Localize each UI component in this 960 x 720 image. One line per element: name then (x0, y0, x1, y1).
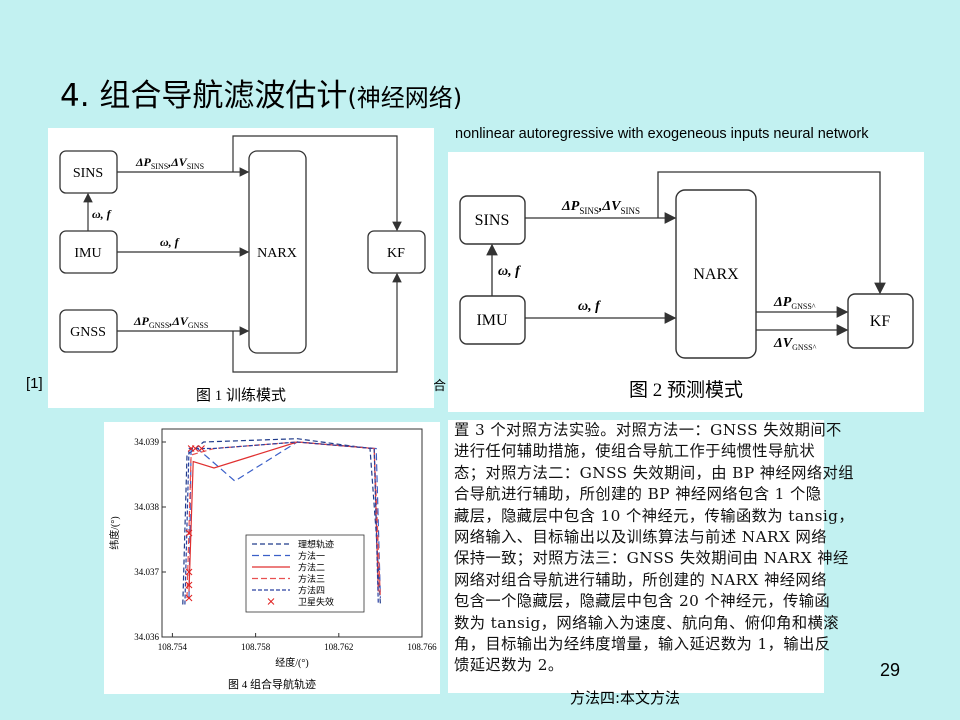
imu-narx-label: ω, f (160, 235, 180, 249)
paragraph-line: 馈延迟数为 2。 (454, 656, 564, 675)
series-line-1 (182, 438, 381, 605)
legend-label: 方法三 (298, 573, 325, 584)
paragraph-line: 进行任何辅助措施，使组合导航工作于纯惯性导航状 (454, 442, 816, 461)
legend-label: 方法四 (298, 585, 325, 596)
method-four-note: 方法四:本文方法 (570, 689, 681, 707)
sins-output-label: ΔPSINS,ΔVSINS (135, 155, 204, 171)
gnss-to-kf-arrow (232, 272, 402, 373)
figure-4-trajectory: 108.754 108.758 108.762 108.766 34.036 34.037… (104, 422, 440, 694)
satellite-failure-marker (185, 581, 193, 589)
legend-label: 理想轨迹 (298, 539, 334, 550)
paragraph-line: 包含一个隐藏层，隐藏层中包含 20 个神经元，传输函 (454, 592, 831, 611)
imu-label: IMU (476, 312, 508, 329)
gnss-label: GNSS (70, 325, 106, 340)
figure-1-caption: 图 1 训练模式 (196, 387, 286, 404)
paragraph-line: 置 3 个对照方法实验。对照方法一：GNSS 失效期间不 (454, 421, 842, 439)
legend-label: 卫星失效 (298, 596, 334, 607)
paragraph-line: 网络对组合导航进行辅助，所创建的 NARX 神经网络 (454, 570, 827, 589)
y-axis-label: 纬度/(°) (108, 516, 121, 549)
y-tick-label: 34.039 (134, 437, 159, 447)
legend-box (245, 534, 365, 613)
satellite-failure-marker (185, 594, 193, 602)
imu-sins-label: ω, f (92, 207, 112, 221)
x-tick-label: 108.766 (407, 642, 437, 652)
imu-narx-label: ω, f (578, 299, 601, 314)
method-description: 置 3 个对照方法实验。对照方法一：GNSS 失效期间不进行任何辅助措施，使组合… (448, 420, 855, 693)
figure-2-diagram: SINS IMU NARX KF ΔPSINS,ΔVSINS ω, f ω, f… (459, 171, 914, 401)
legend-label: 方法二 (298, 562, 325, 573)
paragraph-line: 保持一致；对照方法三：GNSS 失效期间由 NARX 神经 (454, 549, 849, 568)
paragraph-line: 态；对照方法二：GNSS 失效期间，由 BP 神经网络对组 (454, 463, 854, 482)
y-tick-label: 34.038 (134, 502, 159, 512)
figure-1-training-mode: SINS IMU GNSS NARX KF ΔPSINS,ΔVSINS ω, f… (48, 128, 434, 408)
figure-2-caption: 图 2 预测模式 (629, 379, 743, 401)
imu-sins-label: ω, f (498, 264, 521, 279)
sins-to-kf-arrow (657, 171, 886, 295)
satellite-failure-marker (185, 529, 193, 537)
sins-label: SINS (475, 212, 510, 229)
legend-label: 方法一 (298, 550, 325, 561)
figure-4-caption: 图 4 组合导航轨迹 (228, 677, 316, 691)
narx-definition: nonlinear autoregressive with exogeneous… (455, 126, 869, 142)
y-tick-label: 34.036 (134, 632, 159, 642)
imu-label: IMU (74, 246, 101, 261)
narx-box (675, 189, 757, 359)
gnss-output-label: ΔPGNSS,ΔVGNSS (133, 314, 208, 330)
series-line-5 (184, 441, 379, 605)
legend-marker (267, 598, 275, 605)
slide-title: 4. 组合导航滤波估计(神经网络) (60, 70, 462, 115)
narx-p-label: ΔPGNSS^ (773, 295, 816, 311)
satellite-failure-marker (198, 445, 205, 452)
sins-to-kf-arrow (232, 135, 402, 232)
kf-label: KF (387, 246, 405, 261)
title-paren: (神经网络) (347, 84, 463, 112)
trajectory-chart: 108.754 108.758 108.762 108.766 34.036 34.037… (108, 428, 437, 691)
paragraph-line: 藏层，隐藏层中包含 10 个神经元，传输函数为 tansig， (454, 506, 855, 525)
satellite-failure-marker (185, 568, 193, 576)
satellite-failure-marker (191, 445, 199, 452)
narx-label: NARX (693, 266, 739, 283)
paragraph-line: 角，目标输出为经纬度增量，输入延迟数为 1，输出反 (454, 635, 831, 654)
x-tick-label: 108.754 (158, 642, 188, 652)
figure-1-diagram: SINS IMU GNSS NARX KF ΔPSINS,ΔVSINS ω, f… (59, 135, 426, 404)
title-main: 4. 组合导航滤波估计 (60, 78, 348, 114)
paragraph-line: 数为 tansig，网络输入为速度、航向角、俯仰角和横滚 (454, 613, 839, 632)
paragraph-line: 网络输入、目标输出以及训练算法与前述 NARX 网络 (454, 528, 827, 547)
sins-label: SINS (73, 166, 103, 181)
x-axis-label: 经度/(°) (275, 656, 308, 669)
reference-tail: 合 (433, 379, 447, 394)
x-tick-label: 108.758 (241, 642, 271, 652)
kf-label: KF (870, 313, 891, 330)
y-tick-label: 34.037 (134, 567, 159, 577)
figure-2-prediction-mode: SINS IMU NARX KF ΔPSINS,ΔVSINS ω, f ω, f… (448, 152, 924, 412)
sins-output-label: ΔPSINS,ΔVSINS (561, 199, 640, 216)
reference-marker: [1] (26, 375, 43, 392)
narx-label: NARX (257, 246, 297, 261)
paragraph-line: 合导航进行辅助，所创建的 BP 神经网络包含 1 个隐 (454, 485, 822, 504)
narx-v-label: ΔVGNSS^ (773, 336, 817, 352)
x-tick-label: 108.762 (324, 642, 353, 652)
page-number: 29 (880, 660, 901, 680)
